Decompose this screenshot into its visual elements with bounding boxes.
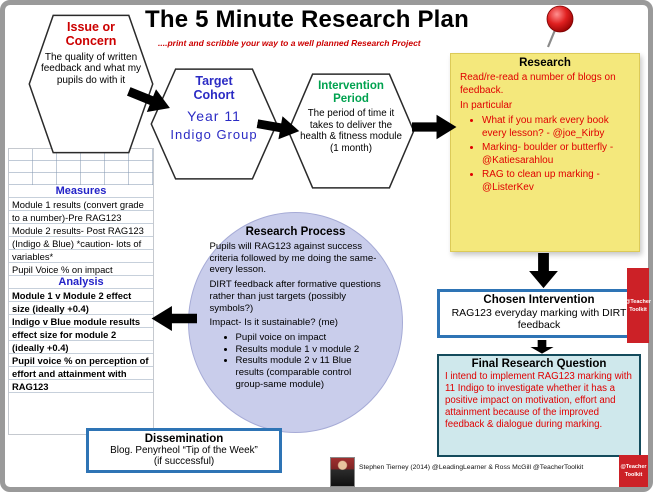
research-process-bullet-list: Pupil voice on impact Results module 1 v…	[210, 332, 382, 391]
research-process-para-2: DIRT feedback after formative questions …	[209, 279, 381, 314]
spreadsheet-grid	[9, 149, 153, 185]
issue-hexagon: Issue or Concern The quality of written …	[28, 14, 154, 154]
page-title: The 5 Minute Research Plan	[145, 6, 469, 33]
period-title: Intervention Period	[318, 80, 384, 105]
author-photo	[330, 457, 355, 487]
research-note-intro: Read/re-read a number of blogs on feedba…	[460, 72, 616, 96]
analysis-item: Module 1 v Module 2 effect size (ideally…	[12, 290, 132, 314]
dissemination-title: Dissemination	[144, 433, 224, 445]
cohort-year: Year 11	[187, 107, 241, 124]
research-process-ellipse: Research Process Pupils will RAG123 agai…	[188, 212, 403, 433]
research-process-bullet: Results module 1 v module 2	[236, 344, 382, 356]
issue-title: Issue or Concern	[65, 20, 117, 48]
intervention-period-hexagon: Intervention Period The period of time i…	[287, 73, 415, 189]
hexagon-shape	[28, 14, 154, 154]
flow-arrow-left-icon	[150, 304, 197, 333]
research-note-bullet: Marking- boulder or butterfly - @Katiesa…	[482, 141, 632, 167]
measures-item: Module 1 results (convert grade to a num…	[12, 199, 144, 223]
research-process-title: Research Process	[245, 226, 346, 238]
dissemination-line2: (if successful)	[153, 456, 215, 468]
flow-arrow-right-3-icon	[412, 113, 458, 141]
analysis-item: Pupil voice % on perception of effort an…	[12, 355, 149, 392]
period-body: The period of time it takes to deliver t…	[300, 108, 402, 154]
pushpin-icon	[540, 4, 580, 50]
research-process-para-1: Pupils will RAG123 against success crite…	[209, 241, 377, 276]
research-process-para-3: Impact- Is it sustainable? (me)	[209, 317, 339, 329]
measures-title: Measures	[55, 185, 107, 197]
page-subtitle: ....print and scribble your way to a wel…	[158, 38, 421, 48]
research-note-bullet-list: What if you mark every book every lesson…	[460, 114, 632, 194]
dissemination-line1: Blog. Penyrheol “Tip of the Week”	[110, 445, 258, 456]
research-sticky-note: Research Read/re-read a number of blogs …	[450, 53, 640, 252]
final-question-title: Final Research Question	[471, 358, 607, 370]
analysis-title: Analysis	[58, 276, 104, 288]
flow-arrow-down-1-icon	[527, 253, 560, 289]
chosen-intervention-body: RAG123 everyday marking with DIRT feedba…	[451, 307, 627, 332]
research-note-bullet: RAG to clean up marking - @ListerKev	[482, 168, 632, 194]
issue-body: The quality of written feedback and what…	[40, 51, 142, 87]
final-question-body: I intend to implement RAG123 marking wit…	[445, 371, 632, 431]
teachertoolkit-logo: @Teacher Toolkit	[619, 455, 648, 487]
research-note-bullet: What if you mark every book every lesson…	[482, 114, 632, 140]
chosen-intervention-title: Chosen Intervention	[483, 294, 595, 306]
measures-item: Module 2 results- Post RAG123 (Indigo & …	[12, 225, 144, 262]
brand-line1: @Teacher	[620, 464, 647, 470]
flow-arrow-right-2-icon	[255, 110, 303, 144]
research-note-title: Research	[519, 57, 571, 69]
brand-line1: @Teacher	[624, 298, 652, 305]
teachertoolkit-ribbon: @Teacher Toolkit	[624, 268, 652, 343]
brand-line2: Toolkit	[629, 306, 647, 313]
final-research-question-box: Final Research Question I intend to impl…	[437, 354, 641, 457]
target-cohort-hexagon: Target Cohort Year 11 Indigo Group	[150, 68, 278, 180]
research-process-bullet: Results module 2 v 11 Blue results (comp…	[236, 355, 382, 390]
flow-arrow-right-1-icon	[123, 78, 176, 121]
cohort-group: Indigo Group	[170, 126, 258, 142]
credit-text: Stephen Tierney (2014) @LeadingLearner &…	[359, 464, 584, 471]
flow-arrow-down-2-icon	[529, 340, 555, 354]
research-process-bullet: Pupil voice on impact	[236, 332, 382, 344]
cohort-title: Target Cohort	[193, 74, 235, 102]
analysis-item: Indigo v Blue module results effect size…	[12, 316, 141, 353]
dissemination-box: Dissemination Blog. Penyrheol “Tip of th…	[86, 428, 282, 473]
research-note-intro2: In particular	[460, 100, 513, 111]
brand-line2: Toolkit	[624, 472, 643, 478]
measures-item: Pupil Voice % on impact	[12, 264, 113, 275]
chosen-intervention-box: Chosen Intervention RAG123 everyday mark…	[437, 289, 641, 338]
hexagon-shape	[150, 68, 278, 180]
measures-analysis-panel: Measures Module 1 results (convert grade…	[8, 148, 154, 435]
